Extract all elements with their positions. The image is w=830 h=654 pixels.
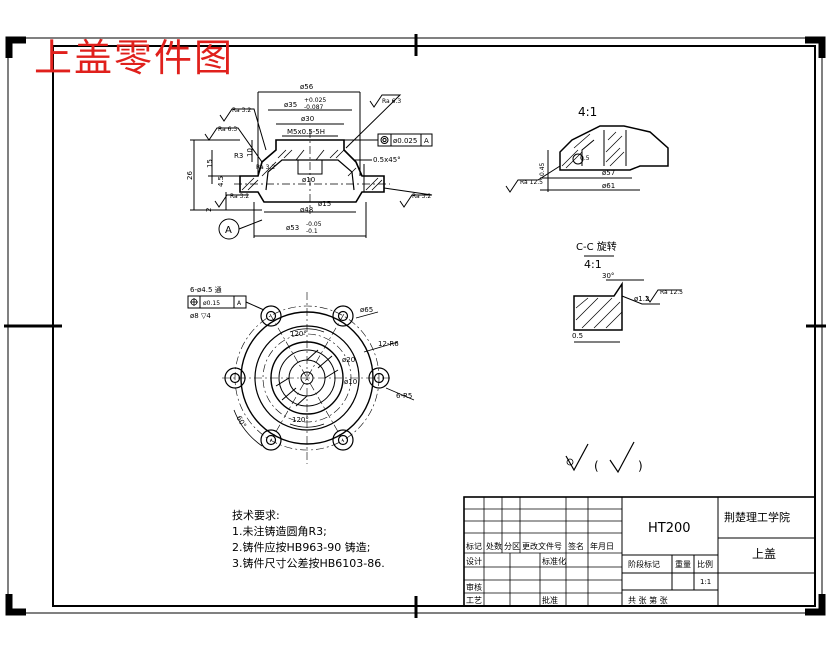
drawing-title: 上盖零件图 <box>34 36 235 80</box>
dim-sec-05: 0.5 <box>572 332 583 340</box>
dim-holes-cb: ø8 ▽4 <box>190 312 211 320</box>
dim-d48: ø48 <box>300 206 313 214</box>
dim-r3: R3 <box>234 152 243 160</box>
roughness-rest-paren-close: ) <box>638 459 643 473</box>
dim-d56: ø56 <box>300 83 314 91</box>
dim-ang120-top: 120° <box>290 330 307 338</box>
dim-d30: ø30 <box>301 115 314 123</box>
detail-scale: 4:1 <box>578 105 597 119</box>
section-scale: 4:1 <box>584 258 602 271</box>
datum-a: A <box>225 225 232 236</box>
tb-sheet: 共 张 第 张 <box>628 595 668 605</box>
tech-req-heading: 技术要求: <box>232 509 280 522</box>
rough-ra32-c: Ra 3.2 <box>412 193 431 200</box>
dim-d10b: ø10 <box>344 378 357 386</box>
tb-label-docno: 更改文件号 <box>522 541 562 551</box>
tb-label-approve: 批准 <box>542 595 558 605</box>
rough-ra125-detail: Ra 12.5 <box>520 179 543 186</box>
tb-label-review: 审核 <box>466 582 482 592</box>
tb-label-weight: 重量 <box>675 559 691 569</box>
dim-ang60: 60° <box>235 415 248 430</box>
rough-ra63-b: Ra 6.3 <box>382 98 401 105</box>
tb-label-design: 设计 <box>466 556 482 566</box>
front-section-view <box>190 91 433 240</box>
dim-thread: M5x0.5-5H <box>287 128 325 136</box>
tb-label-process: 工艺 <box>466 596 482 605</box>
centering-marks <box>4 34 826 618</box>
detail-view <box>505 125 669 193</box>
dim-h45: 4.5 <box>217 176 225 187</box>
technical-requirements: 技术要求: 1.未注铸造圆角R3; 2.铸件应按HB963-90 铸造; 3.铸… <box>232 508 385 572</box>
top-view <box>187 292 415 464</box>
dim-h15: 15 <box>206 159 214 168</box>
dim-h2: 2 <box>205 208 213 212</box>
tb-label-date: 年月日 <box>590 541 614 551</box>
section-cc <box>573 255 682 343</box>
dim-d35-tol-up: +0.025 <box>304 97 326 104</box>
tb-label-scale: 比例 <box>697 559 713 569</box>
dim-d35: ø35 <box>284 101 297 109</box>
tb-label-count: 处数 <box>486 541 502 551</box>
dim-ang120-bot: 120° <box>292 416 309 424</box>
dim-12r6: 12-R6 <box>378 340 399 348</box>
tb-school: 荆楚理工学院 <box>724 510 790 524</box>
rough-ra63-a: Ra 6.3 <box>218 126 237 133</box>
tb-label-stage: 阶段标记 <box>628 559 660 569</box>
tb-label-mark: 标记 <box>466 541 482 551</box>
tb-scale-value: 1:1 <box>700 578 711 586</box>
tb-label-zone: 分区 <box>504 542 520 551</box>
dim-d53-tol-up: -0.05 <box>306 221 322 228</box>
roughness-rest <box>565 441 635 474</box>
dim-h26: 26 <box>186 171 194 180</box>
dim-d53-tol-low: -0.1 <box>306 228 318 235</box>
dim-runout: ø0.025 <box>393 137 417 145</box>
dim-detail-045: 0.45 <box>539 162 546 176</box>
dim-d53: ø53 <box>286 224 299 232</box>
roughness-rest-paren: ( <box>594 459 599 473</box>
dim-h10: 10 <box>246 148 254 157</box>
tech-req-item-1: 1.未注铸造圆角R3; <box>232 525 327 538</box>
dim-detail-05: 0.5 <box>580 155 590 162</box>
rough-ra32-d: Ra 3.2 <box>256 164 275 171</box>
dim-runout-datum: A <box>424 137 429 145</box>
tb-material: HT200 <box>648 521 691 536</box>
outer-frame <box>7 37 823 614</box>
tech-req-item-3: 3.铸件尺寸公差按HB6103-86. <box>232 557 385 570</box>
rough-ra32-b: Ra 3.2 <box>230 193 249 200</box>
dim-sec-30: 30° <box>602 272 614 280</box>
dim-holes-pos: ø0.15 <box>203 300 220 307</box>
title-block <box>463 496 816 607</box>
dim-chamfer: 0.5x45° <box>373 156 401 164</box>
dim-holes-datum: A <box>237 300 242 307</box>
section-label: C-C 旋转 <box>576 240 617 253</box>
dim-sec-d12: ø1.2 <box>634 295 649 303</box>
dim-6r5: 6-R5 <box>396 392 412 400</box>
tb-label-standard: 标准化 <box>542 556 566 566</box>
inner-frame <box>52 45 816 607</box>
dim-d20: ø20 <box>342 356 355 364</box>
dim-d61: ø61 <box>602 182 615 190</box>
tech-req-item-2: 2.铸件应按HB963-90 铸造; <box>232 541 371 554</box>
rough-ra32-a: Ra 3.2 <box>232 107 251 114</box>
dim-d10: ø10 <box>302 176 315 184</box>
tb-part-name: 上盖 <box>752 547 776 561</box>
rough-sec-ra125: Ra 12.5 <box>660 289 683 296</box>
dim-d35-tol-low: -0.087 <box>304 104 324 111</box>
corner-marks <box>5 36 826 616</box>
dim-holes: 6-ø4.5 通 <box>190 285 222 294</box>
tb-label-sign: 签名 <box>568 541 584 551</box>
dim-d65: ø65 <box>360 306 373 314</box>
dim-d15: ø15 <box>318 200 331 208</box>
dim-d57: ø57 <box>602 169 615 177</box>
